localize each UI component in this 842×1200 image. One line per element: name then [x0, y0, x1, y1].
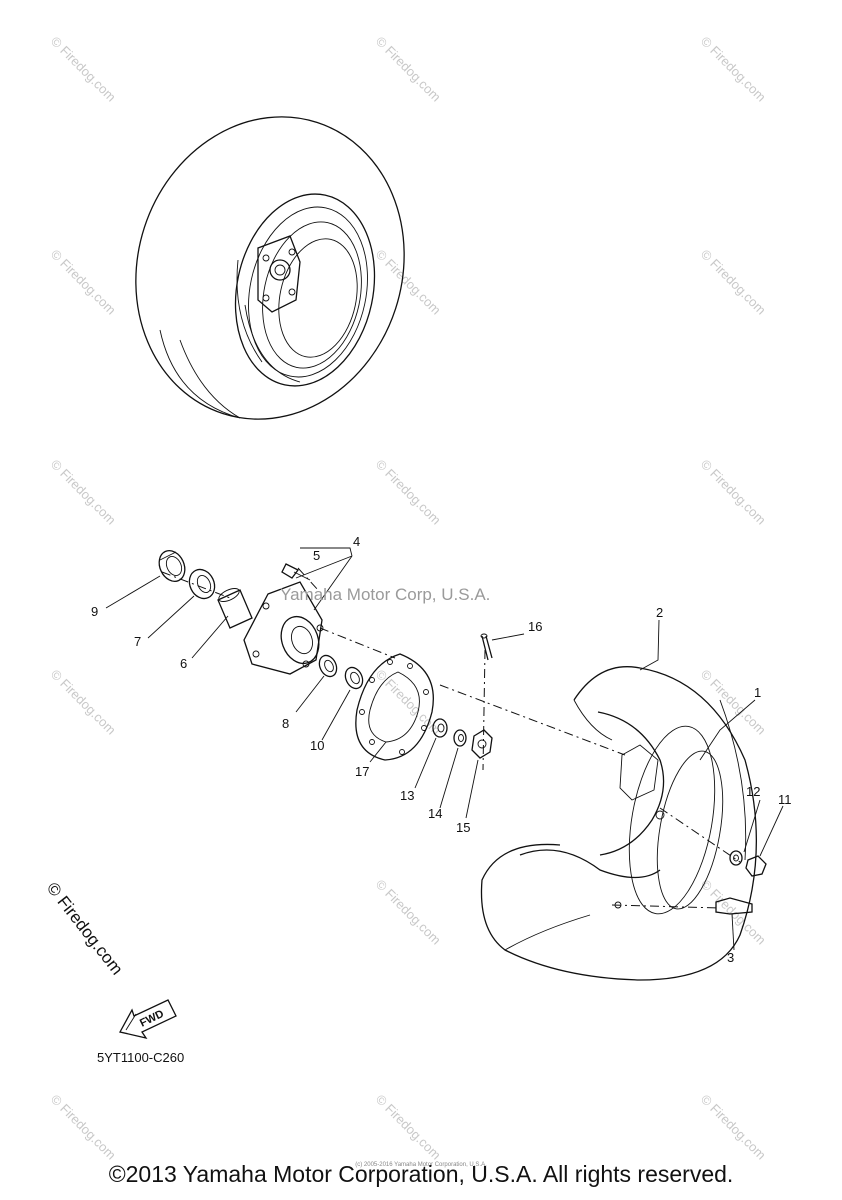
watermark-text: © Firedog.com — [373, 877, 444, 948]
diagram-code: 5YT1100-C260 — [97, 1050, 185, 1065]
watermark-text: © Firedog.com — [373, 247, 444, 318]
fwd-arrow-icon: FWD — [119, 999, 177, 1040]
side-watermark: © Firedog.com — [43, 879, 127, 979]
part-16-cotter-pin — [480, 633, 493, 661]
callout-15: 15 — [456, 820, 470, 835]
callout-16: 16 — [528, 619, 542, 634]
part-10-oil-seal — [344, 666, 364, 690]
callout-4: 4 — [353, 534, 360, 549]
part-15-nut — [471, 729, 493, 759]
watermark-text: © Firedog.com — [373, 34, 444, 105]
callout-9: 9 — [91, 604, 98, 619]
callout-labels: 9 7 6 5 4 8 10 17 13 14 15 16 2 1 12 11 … — [91, 534, 792, 965]
fwd-label: FWD — [138, 1008, 166, 1030]
callout-1: 1 — [754, 685, 761, 700]
callout-13: 13 — [400, 788, 414, 803]
callout-11: 11 — [778, 792, 792, 807]
callout-12: 12 — [746, 784, 760, 799]
leader-lines — [105, 547, 784, 951]
watermark-text: © Firedog.com — [48, 667, 119, 738]
part-13-washer — [432, 718, 448, 738]
part-3-valve — [715, 897, 753, 915]
part-11-nut — [745, 855, 767, 877]
callout-7: 7 — [134, 634, 141, 649]
callout-8: 8 — [282, 716, 289, 731]
part-1-rim — [519, 711, 724, 915]
callout-10: 10 — [310, 738, 324, 753]
tiny-copyright-line: (c) 2005-2016 Yamaha Motor Corporation, … — [355, 1162, 487, 1168]
part-8-oil-seal — [318, 654, 338, 678]
watermark-text: © Firedog.com — [373, 1092, 444, 1163]
watermark-text: © Firedog.com — [373, 457, 444, 528]
callout-14: 14 — [428, 806, 442, 821]
copyright-notice: ©2013 Yamaha Motor Corporation, U.S.A. A… — [108, 1161, 734, 1187]
watermark-text: © Firedog.com — [698, 247, 769, 318]
callout-3: 3 — [727, 950, 734, 965]
part-6-spacer — [217, 588, 253, 629]
assembled-wheel — [135, 116, 405, 420]
watermark-text: © Firedog.com — [698, 34, 769, 105]
part-14-washer — [453, 729, 467, 747]
callout-2: 2 — [656, 605, 663, 620]
center-watermark: Yamaha Motor Corp, U.S.A. — [280, 585, 491, 604]
callout-17: 17 — [355, 764, 369, 779]
part-4-hub — [243, 581, 324, 675]
callout-6: 6 — [180, 656, 187, 671]
watermark-text: © Firedog.com — [48, 457, 119, 528]
watermark-text: © Firedog.com — [48, 34, 119, 105]
watermark-text: © Firedog.com — [48, 247, 119, 318]
watermark-text: © Firedog.com — [698, 457, 769, 528]
part-12-washer — [729, 850, 743, 866]
callout-5: 5 — [313, 548, 320, 563]
watermark-text: © Firedog.com — [698, 667, 769, 738]
watermark-text: © Firedog.com — [698, 1092, 769, 1163]
part-9-bearing — [158, 549, 186, 583]
part-2-tire — [480, 666, 757, 981]
part-7-bearing — [188, 568, 216, 600]
watermark-text: © Firedog.com — [48, 1092, 119, 1163]
